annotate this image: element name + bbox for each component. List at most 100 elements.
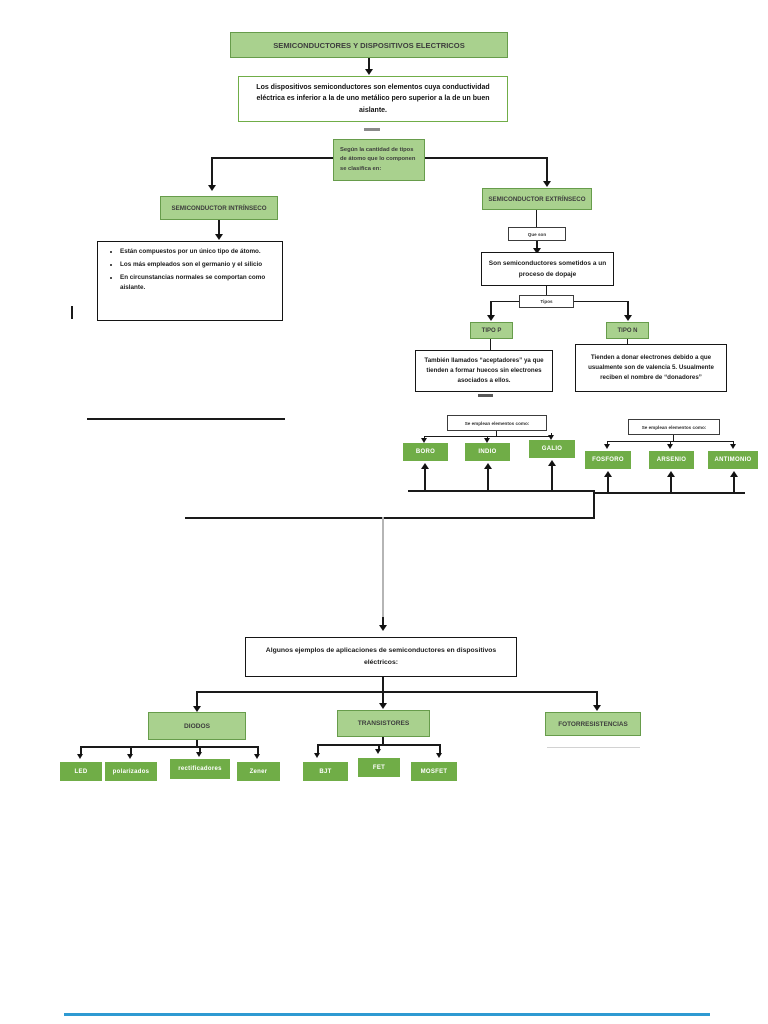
extrinsic-title-box: SEMICONDUCTOR EXTRÍNSECO — [482, 188, 592, 210]
connector — [546, 286, 547, 295]
connector — [546, 157, 548, 181]
arrowhead — [484, 438, 490, 443]
transistor-fet-box: FET — [358, 758, 400, 777]
tipos-label-box: Tipos — [519, 295, 574, 308]
dopaje-definition-box: Son semiconductores sometidos a un proce… — [481, 252, 614, 286]
connector — [378, 744, 380, 750]
connector — [673, 435, 674, 442]
connector — [218, 220, 220, 234]
connector — [490, 339, 491, 350]
arrowhead — [365, 69, 373, 75]
arrowhead — [379, 703, 387, 709]
tipo-n-box: TIPO N — [606, 322, 649, 339]
connector — [196, 740, 198, 746]
connector — [627, 301, 629, 315]
connector — [382, 517, 384, 617]
connector — [733, 476, 735, 492]
element-antimonio-box: ANTIMONIO — [708, 451, 758, 469]
connector — [670, 476, 672, 492]
connector — [212, 157, 333, 159]
arrowhead — [487, 315, 495, 321]
connector — [496, 431, 497, 437]
arrowhead — [196, 752, 202, 757]
stray-tick-mark — [71, 306, 73, 319]
stray-horizontal-line — [87, 418, 285, 420]
diodo-polarizados-box: polarizados — [105, 762, 157, 781]
arrowhead — [379, 625, 387, 631]
element-boro-box: BORO — [403, 443, 448, 461]
arrowhead — [127, 754, 133, 759]
transistor-mosfet-box: MOSFET — [411, 762, 457, 781]
intrinsic-bullets-box: Están compuestos por un único tipo de át… — [97, 241, 283, 321]
arrowhead — [593, 705, 601, 711]
tipo-p-description-box: También llamados “aceptadores” ya que ti… — [415, 350, 553, 392]
connector — [627, 339, 628, 345]
dash-mark — [478, 394, 493, 397]
connector — [185, 517, 595, 519]
connector — [80, 746, 82, 755]
connector — [408, 490, 595, 492]
arrowhead — [375, 749, 381, 754]
category-fotorresistencias-box: FOTORRESISTENCIAS — [545, 712, 641, 736]
connector — [733, 441, 734, 445]
arrowhead — [254, 754, 260, 759]
que-son-label-box: Que son — [508, 227, 566, 241]
connector — [607, 441, 608, 445]
connector — [607, 476, 609, 492]
connector — [490, 301, 492, 315]
bullet-item: Están compuestos por un único tipo de át… — [120, 247, 278, 257]
arrowhead — [533, 248, 541, 254]
transistor-bjt-box: BJT — [303, 762, 348, 781]
tipo-n-description-box: Tienden a donar electrones debido a que … — [575, 344, 727, 392]
arrowhead — [624, 315, 632, 321]
page-bottom-border — [64, 1013, 710, 1016]
elements-label-p-box: Se emplean elementos como: — [447, 415, 547, 431]
diodo-zener-box: Zener — [237, 762, 280, 781]
arrowhead — [730, 471, 738, 477]
connector — [593, 490, 595, 517]
arrowhead — [730, 444, 736, 449]
element-indio-box: INDIO — [465, 443, 510, 461]
arrowhead — [604, 444, 610, 449]
connector — [199, 746, 201, 753]
connector — [368, 58, 370, 69]
main-title-box: SEMICONDUCTORES Y DISPOSITIVOS ELECTRICO… — [230, 32, 508, 58]
connector — [425, 436, 552, 437]
arrowhead — [604, 471, 612, 477]
connector — [551, 465, 553, 490]
connector — [196, 691, 198, 707]
connector — [424, 436, 425, 439]
arrowhead — [208, 185, 216, 191]
connector — [317, 744, 319, 754]
arrowhead — [436, 753, 442, 758]
arrowhead — [548, 435, 554, 440]
faint-line — [547, 747, 640, 748]
elements-label-n-box: Se emplean elementos como: — [628, 419, 720, 435]
arrowhead — [548, 460, 556, 466]
definition-box: Los dispositivos semiconductores son ele… — [238, 76, 508, 122]
diodo-rectificadores-box: rectificadores — [170, 759, 230, 779]
connector — [130, 746, 132, 755]
connector — [487, 436, 488, 439]
connector — [536, 210, 537, 227]
element-arsenio-box: ARSENIO — [649, 451, 694, 469]
examples-title-box: Algunos ejemplos de aplicaciones de semi… — [245, 637, 517, 677]
arrowhead — [543, 181, 551, 187]
connector — [487, 468, 489, 490]
intrinsic-bullet-list: Están compuestos por un único tipo de át… — [98, 247, 278, 293]
connector — [425, 157, 547, 159]
element-galio-box: GALIO — [529, 440, 575, 458]
classification-box: Según la cantidad de tipos de átomo que … — [333, 139, 425, 181]
connector — [382, 737, 384, 744]
intrinsic-title-box: SEMICONDUCTOR INTRÍNSECO — [160, 196, 278, 220]
connector — [211, 157, 213, 185]
arrowhead — [77, 754, 83, 759]
arrowhead — [421, 463, 429, 469]
bullet-item: En circunstancias normales se comportan … — [120, 273, 278, 293]
connector — [536, 241, 538, 249]
tipo-p-box: TIPO P — [470, 322, 513, 339]
connector — [594, 492, 745, 494]
connector — [439, 744, 441, 754]
dash-mark — [364, 128, 380, 131]
